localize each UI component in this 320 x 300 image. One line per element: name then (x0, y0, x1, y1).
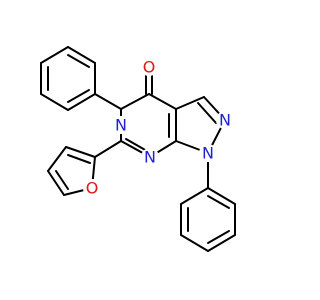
bond-phenyl-b1 (207, 187, 236, 205)
bond-furan-f3-f4 (47, 146, 67, 172)
n5-phenyl-ring (40, 46, 122, 111)
bond-phenyl-a6 (67, 93, 96, 111)
n1-phenyl-ring (180, 152, 236, 252)
bond-phenyl-a6-inner (67, 89, 90, 103)
n7-label: N (144, 148, 156, 167)
bond-c6-furan (94, 140, 122, 158)
bond-furan-f4-f5-inner (55, 170, 69, 190)
bond-c3a-c3 (175, 96, 205, 110)
bond-furan-f2-f3 (65, 146, 96, 158)
n2-bg (216, 111, 234, 129)
bond-n7-c6-inner (125, 138, 148, 152)
bond-c3-n2-b (197, 102, 217, 124)
bond-phenyl-a3 (40, 46, 69, 64)
bond-phenyl-b1-inner (207, 195, 230, 209)
bond-phenyl-b3-inner (207, 230, 230, 244)
carbonyl-oxygen-label: O (143, 58, 156, 77)
bond-phenyl-a2 (67, 46, 96, 64)
bond-n5-c4 (120, 93, 150, 110)
n2-label: N (219, 111, 231, 130)
n5-bg (112, 116, 130, 134)
n1-bg (199, 144, 217, 162)
bond-phenyl-b3 (207, 234, 236, 252)
bond-phenyl-a2-inner (67, 54, 90, 68)
furan-oxygen-bg (83, 179, 101, 197)
bond-furan-f2-f3-inner (67, 154, 91, 164)
n7-bg (141, 148, 159, 166)
molecule-diagram: O N N N N O (40, 46, 236, 252)
pyrimidinone-ring (120, 67, 177, 158)
bond-phenyl-a5 (40, 93, 69, 111)
bond-phenyl-b4 (180, 234, 209, 252)
n1-label: N (202, 144, 214, 163)
bond-phenyl-b6 (180, 187, 209, 205)
n5-label: N (115, 116, 127, 135)
furan-oxygen-label: O (86, 179, 99, 198)
bond-n5-phenyl (94, 93, 122, 110)
bond-furan-f4-f5 (47, 170, 65, 196)
bond-c4-c3a (148, 93, 177, 110)
carbonyl-oxygen-bg (140, 58, 158, 76)
atom-labels: O N N N N O (83, 58, 234, 198)
